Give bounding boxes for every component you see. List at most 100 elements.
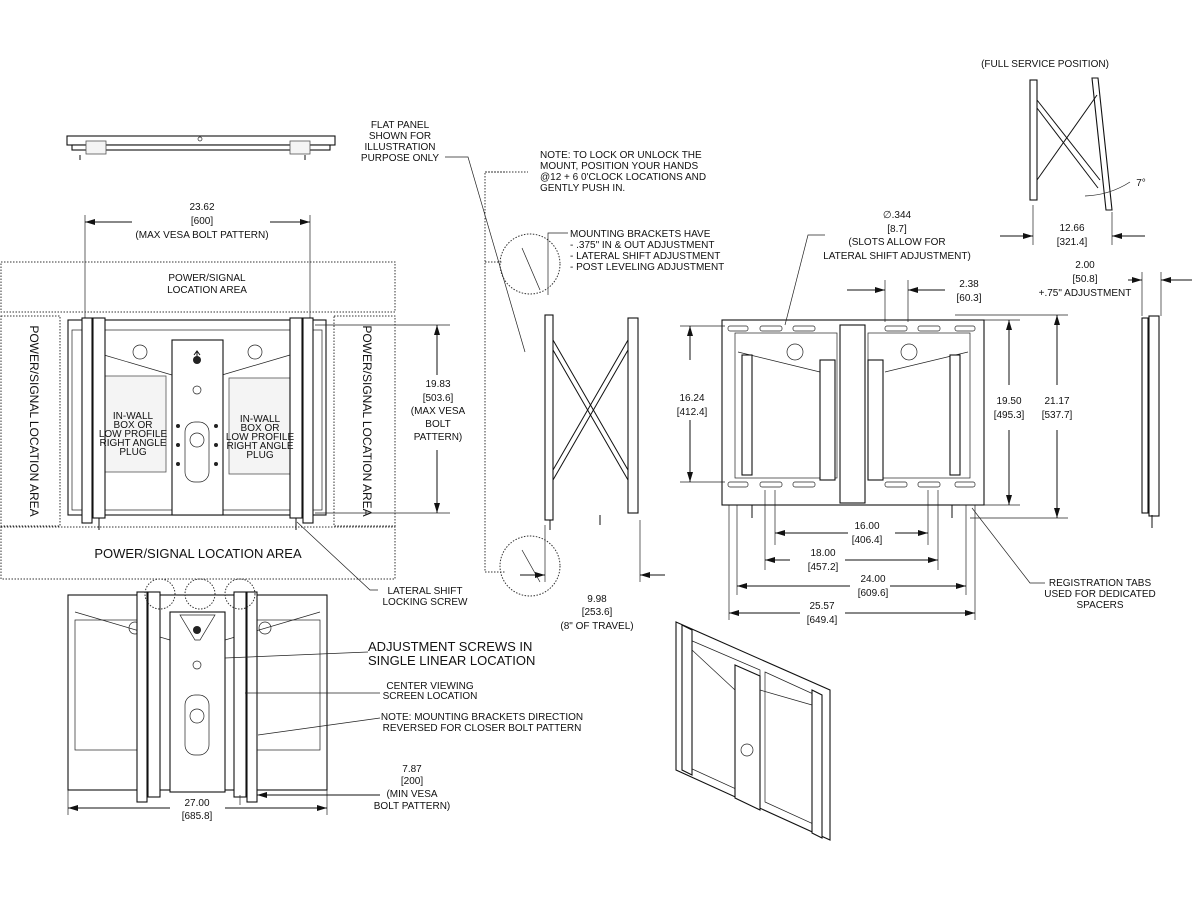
dimension-slot: ∅.344 [8.7] (SLOTS ALLOW FOR LATERAL SHI… — [784, 210, 971, 326]
drawing-label: SPACERS — [1076, 600, 1123, 611]
front-view-wall-plate — [721, 319, 985, 518]
drawing-label: IN-WALL — [240, 414, 281, 425]
drawing-label: - POST LEVELING ADJUSTMENT — [570, 262, 724, 273]
drawing-label: +.75" ADJUSTMENT — [1039, 288, 1132, 299]
drawing-label: SINGLE LINEAR LOCATION — [368, 653, 535, 668]
drawing-label: (FULL SERVICE POSITION) — [981, 59, 1109, 70]
drawing-label: PATTERN) — [414, 432, 463, 443]
drawing-label: 7.87 — [402, 764, 422, 775]
drawing-label: [609.6] — [858, 588, 889, 599]
drawing-label: USED FOR DEDICATED — [1044, 589, 1156, 600]
drawing-label: REGISTRATION TABS — [1049, 578, 1152, 589]
drawing-label: 21.17 — [1044, 396, 1069, 407]
drawing-label: CENTER VIEWING — [386, 681, 473, 692]
dimension-19-50: 19.50 [495.3] — [960, 319, 1025, 506]
drawing-label: 12.66 — [1059, 223, 1084, 234]
dimension-max-vesa-width: 23.62 [600] (MAX VESA BOLT PATTERN) — [84, 202, 311, 330]
drawing-label: [406.4] — [852, 535, 883, 546]
drawing-label: ILLUSTRATION — [365, 142, 436, 153]
drawing-label: - .375" IN & OUT ADJUSTMENT — [570, 240, 715, 251]
dim-metric: [600] — [191, 216, 213, 227]
dim-note: (MAX VESA BOLT PATTERN) — [135, 230, 268, 241]
drawing-label: [685.8] — [182, 811, 213, 822]
drawing-label: REVERSED FOR CLOSER BOLT PATTERN — [383, 723, 582, 734]
bottom-left-callouts: ADJUSTMENT SCREWS IN SINGLE LINEAR LOCAT… — [368, 639, 583, 734]
drawing-label: LOCATION AREA — [167, 285, 247, 296]
drawing-label: [412.4] — [677, 407, 708, 418]
drawing-label: [200] — [401, 776, 423, 787]
drawing-label: 7° — [1136, 178, 1146, 189]
dimension-16-24: 16.24 [412.4] — [677, 325, 725, 483]
drawing-label: LATERAL SHIFT ADJUSTMENT) — [823, 251, 971, 262]
flat-panel-callout: FLAT PANEL SHOWN FOR ILLUSTRATION PURPOS… — [361, 120, 526, 353]
drawing-label: LOW PROFILE — [226, 432, 295, 443]
drawing-label: [457.2] — [808, 562, 839, 573]
drawing-label: LOW PROFILE — [99, 429, 168, 440]
drawing-label: 9.98 — [587, 594, 607, 605]
drawing-label: 2.38 — [959, 279, 979, 290]
drawing-label: MOUNT, POSITION YOUR HANDS — [540, 161, 698, 172]
front-view-mount-max: IN-WALL BOX OR LOW PROFILE RIGHT ANGLE P… — [67, 317, 327, 530]
registration-tabs-callout: REGISTRATION TABS USED FOR DEDICATED SPA… — [971, 507, 1156, 611]
drawing-label: BOX OR — [241, 423, 280, 434]
drawing-label: ∅.344 — [883, 210, 912, 221]
drawing-label: - LATERAL SHIFT ADJUSTMENT — [570, 251, 720, 262]
drawing-label: (MIN VESA — [386, 789, 437, 800]
dimension-travel: 9.98 [253.6] (8" OF TRAVEL) — [520, 520, 665, 632]
drawing-label: PLUG — [246, 450, 273, 461]
drawing-label: NOTE: MOUNTING BRACKETS DIRECTION — [381, 712, 583, 723]
drawing-label: [8.7] — [887, 224, 907, 235]
drawing-label: 18.00 — [810, 548, 835, 559]
top-view-panel — [66, 135, 336, 160]
drawing-label: [60.3] — [956, 293, 981, 304]
drawing-label: 2.00 — [1075, 260, 1095, 271]
drawing-label: POWER/SIGNAL LOCATION AREA — [360, 325, 374, 516]
drawing-label: MOUNTING BRACKETS HAVE — [570, 229, 711, 240]
drawing-label: 24.00 — [860, 574, 885, 585]
drawing-label: POWER/SIGNAL LOCATION AREA — [27, 325, 41, 516]
power-signal-areas: POWER/SIGNAL LOCATION AREA POWER/SIGNAL … — [0, 261, 396, 580]
drawing-label: BOX OR — [114, 420, 153, 431]
drawing-label: @12 + 6 0'CLOCK LOCATIONS AND — [540, 172, 706, 183]
drawing-label: [537.7] — [1042, 410, 1073, 421]
dimension-2-38: 2.38 [60.3] — [847, 279, 982, 322]
drawing-label: [253.6] — [582, 607, 613, 618]
drawing-label: (8" OF TRAVEL) — [560, 621, 633, 632]
side-view-extended — [484, 171, 639, 597]
drawing-label: IN-WALL — [113, 411, 154, 422]
brackets-note: MOUNTING BRACKETS HAVE - .375" IN & OUT … — [547, 229, 724, 295]
dim-value: 23.62 — [189, 202, 214, 213]
drawing-label: [321.4] — [1057, 237, 1088, 248]
drawing-label: POWER/SIGNAL — [168, 273, 246, 284]
dimension-min-vesa: 7.87 [200] (MIN VESA BOLT PATTERN) — [239, 764, 451, 812]
drawing-label: 25.57 — [809, 601, 834, 612]
drawing-label: GENTLY PUSH IN. — [540, 183, 625, 194]
side-view-collapsed: 2.00 [50.8] +.75" ADJUSTMENT — [1039, 260, 1192, 528]
dimension-21-17: 21.17 [537.7] — [955, 314, 1073, 519]
side-view-full-service: (FULL SERVICE POSITION) 7° 12.66 [321.4] — [981, 59, 1146, 248]
drawing-label: [495.3] — [994, 410, 1025, 421]
drawing-label: LATERAL SHIFT — [387, 586, 462, 597]
dimension-max-vesa-height: 19.83 [503.6] (MAX VESA BOLT PATTERN) — [315, 324, 466, 514]
drawing-label: ADJUSTMENT SCREWS IN — [368, 639, 532, 654]
front-view-mount-min — [67, 578, 381, 803]
drawing-label: [649.4] — [807, 615, 838, 626]
drawing-label: [503.6] — [423, 393, 454, 404]
drawing-label: 16.00 — [854, 521, 879, 532]
dimension-horizontal-stack: 16.00 [406.4] 18.00 [457.2] 24.00 [609.6… — [728, 490, 976, 626]
drawing-label: SCREEN LOCATION — [383, 691, 478, 702]
drawing-label: 27.00 — [184, 798, 209, 809]
drawing-label: (SLOTS ALLOW FOR — [848, 237, 945, 248]
drawing-label: POWER/SIGNAL LOCATION AREA — [94, 546, 302, 561]
drawing-label: PLUG — [119, 447, 146, 458]
drawing-label: LOCKING SCREW — [382, 597, 468, 608]
drawing-label: BOLT PATTERN) — [374, 801, 451, 812]
drawing-label: 19.50 — [996, 396, 1021, 407]
drawing-label: [50.8] — [1072, 274, 1097, 285]
lateral-shift-screw-callout: LATERAL SHIFT LOCKING SCREW — [296, 521, 468, 608]
drawing-label: SHOWN FOR — [369, 131, 431, 142]
drawing-label: 16.24 — [679, 393, 704, 404]
drawing-label: 19.83 — [425, 379, 450, 390]
